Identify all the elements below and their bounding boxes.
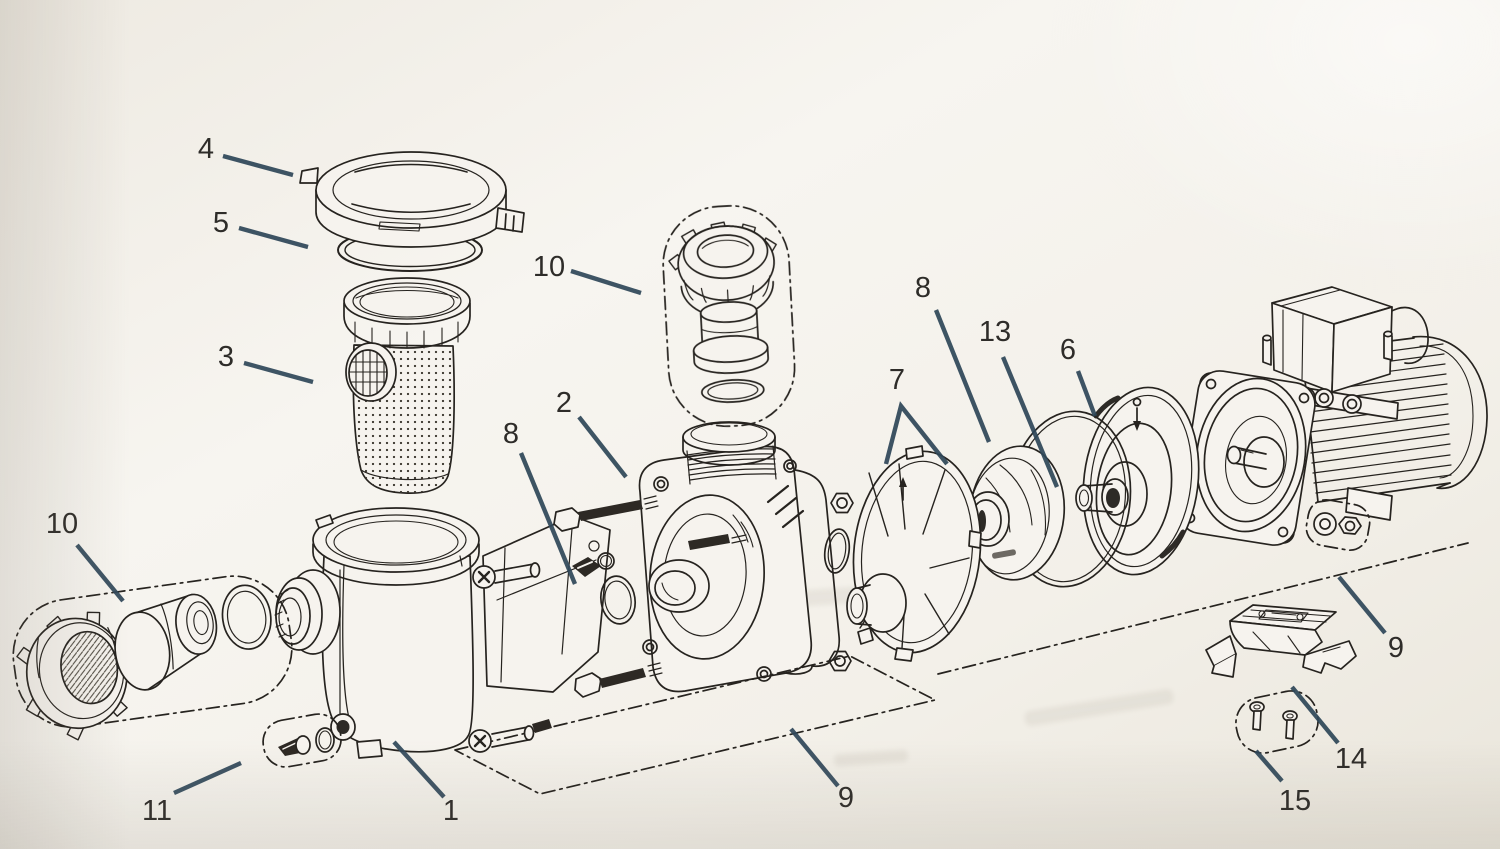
union-adapter xyxy=(682,421,776,466)
anchor-bolt xyxy=(572,557,601,577)
pump-body-face xyxy=(638,445,813,693)
diffuser xyxy=(846,445,982,662)
callout-label-4: 4 xyxy=(198,133,214,165)
body-corner-holes xyxy=(642,459,797,682)
diffuser-rim-tabs xyxy=(857,445,982,662)
body-hatch-marks xyxy=(766,484,805,529)
callout-label-11: 11 xyxy=(142,795,172,827)
callout-label-8-bolts: 8 xyxy=(503,418,519,450)
union-kit-top-outline xyxy=(662,205,796,428)
impeller-marking xyxy=(992,549,1016,559)
bolt-orings xyxy=(597,552,637,625)
callout-label-8-seal: 8 xyxy=(915,272,931,304)
leader-line-3 xyxy=(243,360,314,385)
flange-nut-upper xyxy=(830,492,854,514)
lid-right-tab xyxy=(495,207,525,233)
callout-label-10-left: 10 xyxy=(46,508,78,540)
leader-line-9-motor xyxy=(1337,575,1387,635)
leader-line-4 xyxy=(222,153,294,178)
callout-label-3: 3 xyxy=(218,341,234,373)
motor-junction-box xyxy=(1271,286,1393,393)
leader-line-10-top xyxy=(570,268,642,296)
callout-label-6: 6 xyxy=(1060,334,1076,366)
union-oring-top xyxy=(701,378,765,403)
seal-plate-drain-port xyxy=(1075,484,1093,512)
callout-label-1: 1 xyxy=(443,795,459,827)
motor-base xyxy=(1205,604,1357,678)
callout-label-9-pump: 9 xyxy=(838,782,854,814)
housing-suction-port xyxy=(274,569,341,655)
pump-body xyxy=(638,421,854,693)
seal-plate xyxy=(1075,386,1200,576)
leader-line-2 xyxy=(577,415,628,479)
hex-bolt-lower xyxy=(574,662,663,698)
leader-line-5 xyxy=(238,225,309,250)
motor-shaft-hub xyxy=(1243,436,1285,488)
base-screws xyxy=(1235,690,1319,754)
callout-label-2: 2 xyxy=(556,387,572,419)
lid-left-tab xyxy=(299,167,319,184)
callout-label-15: 15 xyxy=(1279,785,1311,817)
phillips-screw-upper xyxy=(472,562,541,589)
housing-flange xyxy=(312,507,480,573)
motor-shaft xyxy=(1226,445,1267,470)
leader-line-8-bolts xyxy=(518,452,578,585)
callout-label-7: 7 xyxy=(889,364,905,396)
pump-housing xyxy=(274,507,611,759)
union-oring-left xyxy=(221,584,272,650)
diffuser-up-arrow xyxy=(899,477,907,501)
callout-label-13: 13 xyxy=(979,316,1011,348)
housing-foot xyxy=(356,739,383,759)
hex-bolt-upper xyxy=(553,495,659,532)
callout-label-10-top: 10 xyxy=(533,251,565,283)
basket-rim xyxy=(343,277,471,325)
motor-foot-bolt-group-outline xyxy=(1305,498,1371,552)
motor-hardware-group-line xyxy=(937,542,1469,675)
leader-line-14 xyxy=(1290,685,1340,745)
callout-label-9-motor: 9 xyxy=(1388,632,1404,664)
callout-label-5: 5 xyxy=(213,207,229,239)
strainer-basket xyxy=(343,277,471,494)
pump-hardware-group-outline xyxy=(454,655,936,795)
diffuser-oring xyxy=(823,528,851,574)
union-nut-top xyxy=(668,221,777,318)
callout-label-14: 14 xyxy=(1335,743,1367,775)
motor-foot-bolts xyxy=(1313,512,1362,536)
pump-body-side-depth xyxy=(785,469,841,675)
union-tailpiece-top xyxy=(692,301,769,374)
strainer-lid xyxy=(299,151,525,248)
union-kit-top xyxy=(662,205,796,428)
